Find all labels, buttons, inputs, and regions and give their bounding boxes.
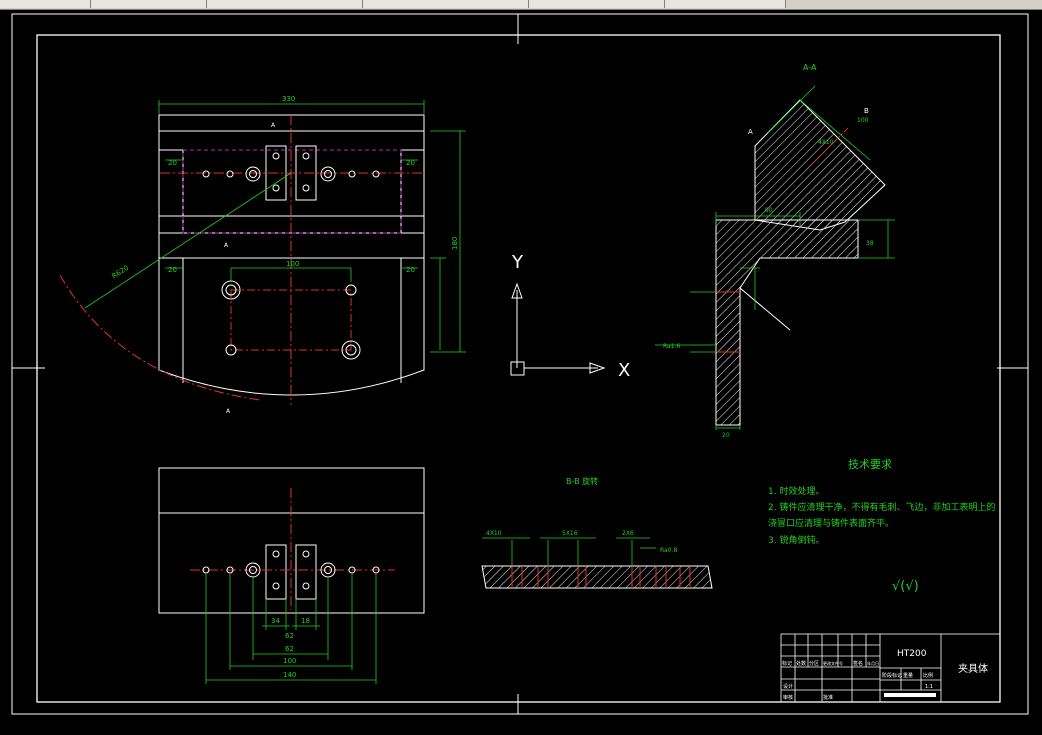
document-tab[interactable] xyxy=(363,0,529,8)
tb-row-label-3: 分区 xyxy=(809,660,819,667)
sheet-border xyxy=(11,13,1029,715)
aa-dim-90: 90 xyxy=(765,207,773,214)
aa-dim-38: 38 xyxy=(866,240,874,247)
dim-left-small-2: 20 xyxy=(168,266,177,274)
section-bb-title: B-B 旋转 xyxy=(566,476,598,486)
document-tab[interactable] xyxy=(529,0,665,8)
tech-req-item-3: 浇冒口应清理与铸件表面齐平。 xyxy=(768,517,894,529)
tech-req-item-2: 2. 铸件应清理干净，不得有毛刺、飞边，非加工表明上的 xyxy=(768,501,995,513)
ucs-y-label: Y xyxy=(511,252,524,273)
centering-marks xyxy=(12,14,1028,714)
tech-req-title: 技术要求 xyxy=(848,458,892,471)
top-dim-text: 34 18 62 62 100 140 xyxy=(271,617,310,679)
section-markers: A A A xyxy=(224,122,276,415)
section-bb-view xyxy=(481,565,713,589)
dim-left-small: 20 xyxy=(168,159,177,167)
dim-radius: R620 xyxy=(111,264,131,281)
front-dim-text: 330 180 100 R620 20 20 20 20 xyxy=(111,95,459,280)
section-aa-text: 4X10 100 90 38 20 Ra1.6 xyxy=(663,117,874,439)
dim-slot2: 18 xyxy=(301,617,310,625)
tb-review-label: 审核 xyxy=(783,694,793,701)
aa-dim-bottom: 20 xyxy=(722,432,730,439)
tb-row-label-5: 签名 xyxy=(853,660,863,667)
roughness-note: √(√) xyxy=(892,579,919,594)
section-bb-text: 4X10 5X16 2X6 Ra0.8 xyxy=(486,530,677,554)
section-aa-dimensions xyxy=(655,85,895,430)
part-name: 夹具体 xyxy=(958,662,988,675)
title-block-text: HT200 夹具体 标记 处数 分区 更改文件号 签名 年月日 阶段标记 重量 … xyxy=(782,649,988,701)
marker-a-mid: A xyxy=(224,242,229,249)
material: HT200 xyxy=(897,649,927,659)
tb-approve-label: 批准 xyxy=(823,694,833,701)
marker-a-bottom: A xyxy=(226,408,231,415)
dim-hole-spacing: 100 xyxy=(286,260,299,268)
front-dimensions xyxy=(84,100,466,353)
aa-dim-4x: 4X10 xyxy=(818,139,834,146)
tb-weight-label: 重量 xyxy=(903,672,913,679)
tech-req-item-1: 1. 时效处理。 xyxy=(768,485,824,497)
tb-row-label-2: 处数 xyxy=(796,660,806,667)
document-tab-strip xyxy=(0,0,1042,10)
drawing-canvas[interactable]: 330 180 100 R620 20 20 20 20 A A A xyxy=(0,10,1042,731)
drawing-frame xyxy=(36,34,1001,703)
tb-row-label-6: 年月日 xyxy=(867,660,879,666)
aa-marker-a: A xyxy=(748,128,753,136)
dim-slot1: 34 xyxy=(271,617,280,625)
cad-drawing[interactable]: 330 180 100 R620 20 20 20 20 A A A xyxy=(0,10,1042,731)
section-bb-dimensions xyxy=(482,537,656,566)
aa-ra: Ra1.6 xyxy=(663,343,680,350)
bb-dim-2x: 2X6 xyxy=(622,530,634,537)
section-aa-view xyxy=(715,99,886,426)
aa-dim-100: 100 xyxy=(857,117,869,124)
dim-top-width: 330 xyxy=(282,95,295,103)
aa-markers: A B xyxy=(748,107,869,136)
dim-right-small: 20 xyxy=(406,159,415,167)
bb-ra: Ra0.8 xyxy=(660,547,677,554)
dim-wide2: 140 xyxy=(283,671,296,679)
tb-row-label-4: 更改文件号 xyxy=(823,660,843,666)
top-view xyxy=(158,467,425,614)
marker-a-top: A xyxy=(271,122,276,129)
section-aa-title: A-A xyxy=(803,63,817,72)
bb-dim-4x10: 4X10 xyxy=(486,530,502,537)
document-tab[interactable] xyxy=(0,0,91,8)
dim-wide1: 100 xyxy=(283,657,296,665)
document-tab[interactable] xyxy=(665,0,786,8)
document-tab[interactable] xyxy=(91,0,207,8)
tb-scale-value: 1:1 xyxy=(925,684,933,690)
title-block xyxy=(780,633,1001,703)
top-dimensions xyxy=(205,574,377,684)
tb-scale-label: 比例 xyxy=(923,672,933,679)
title-block-bar xyxy=(884,693,936,697)
dim-height: 180 xyxy=(451,237,459,250)
dim-mid: 62 xyxy=(285,632,294,640)
ucs-x-label: X xyxy=(618,360,630,381)
dim-mid2: 62 xyxy=(285,645,294,653)
aa-marker-b: B xyxy=(864,107,869,115)
front-view xyxy=(59,114,425,405)
tech-req-item-4: 3. 锐角倒钝。 xyxy=(768,534,824,546)
document-tab[interactable] xyxy=(207,0,363,8)
ucs-icon xyxy=(510,282,606,376)
tech-requirements: 技术要求 1. 时效处理。 2. 铸件应清理干净，不得有毛刺、飞边，非加工表明上… xyxy=(768,458,995,594)
dim-right-small-2: 20 xyxy=(406,266,415,274)
tb-design-label: 设计 xyxy=(783,683,793,690)
bb-dim-5x16: 5X16 xyxy=(562,530,578,537)
tb-stage-label: 阶段标记 xyxy=(882,672,902,679)
tb-row-label-1: 标记 xyxy=(782,660,792,667)
